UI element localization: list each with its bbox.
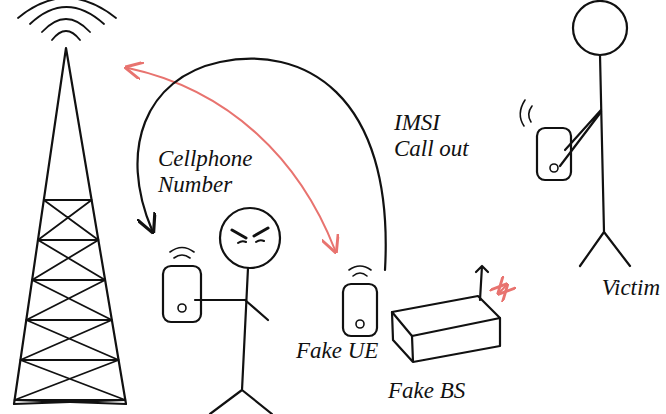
node-text: Fake BS xyxy=(388,378,514,404)
relay-arc-arrow xyxy=(137,59,385,270)
node-text: Fake UE xyxy=(296,338,380,364)
victim-node: Victim xyxy=(500,100,666,305)
cell-tower xyxy=(14,0,126,404)
fake-ue-phone xyxy=(343,266,377,336)
fake-ue-label-node: Fake UE xyxy=(292,338,380,374)
sketch-label: IMSI Call out xyxy=(394,110,474,163)
radio-link-arrow xyxy=(128,68,335,250)
radio-link-arrow xyxy=(500,286,506,292)
sketch-label: Cellphone Number xyxy=(158,146,270,199)
fake-bs-node: Fake BS xyxy=(384,286,514,408)
node-text: Victim xyxy=(500,275,660,301)
victim-figure xyxy=(520,1,630,266)
attacker-figure xyxy=(163,208,280,414)
fake-bs-box xyxy=(392,266,500,362)
